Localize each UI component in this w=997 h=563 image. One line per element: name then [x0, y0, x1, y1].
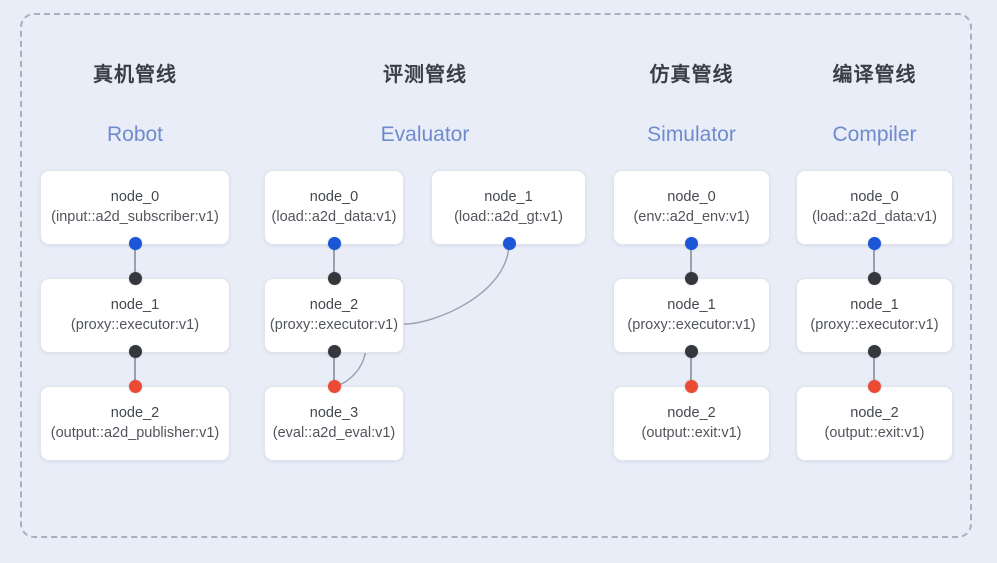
pipeline-node-card[interactable]: node_2(output::exit:v1) [796, 386, 953, 461]
node-signature-label: (output::exit:v1) [641, 425, 742, 441]
pipeline-node-card[interactable]: node_1(proxy::executor:v1) [796, 278, 953, 353]
node-signature-label: (proxy::executor:v1) [627, 317, 756, 333]
pipeline-edge [403, 242, 510, 325]
node-id-label: node_1 [850, 297, 899, 313]
node-id-label: node_2 [309, 297, 359, 313]
node-signature-label: (load::a2d_data:v1) [271, 209, 397, 225]
node-signature-label: (proxy::executor:v1) [810, 317, 939, 333]
node-port-mid-icon[interactable] [867, 271, 881, 285]
pipeline-node-card[interactable]: node_0(env::a2d_env:v1) [613, 170, 770, 245]
pipeline-node-card[interactable]: node_1(load::a2d_gt:v1) [431, 170, 586, 245]
node-port-sink-icon[interactable] [867, 379, 881, 393]
column-title-zh-robot: 真机管线 [93, 64, 177, 86]
pipeline-node-card[interactable]: node_1(proxy::executor:v1) [613, 278, 770, 353]
node-signature-label: (load::a2d_data:v1) [812, 209, 937, 225]
pipeline-node-card[interactable]: node_3(eval::a2d_eval:v1) [264, 386, 404, 461]
node-signature-label: (output::exit:v1) [824, 425, 925, 441]
node-port-source-icon[interactable] [327, 236, 341, 250]
node-port-sink-icon[interactable] [684, 379, 698, 393]
pipeline-node-card[interactable]: node_0(load::a2d_data:v1) [264, 170, 404, 245]
node-id-label: node_0 [309, 189, 359, 205]
node-signature-label: (env::a2d_env:v1) [633, 209, 750, 225]
node-port-source-icon[interactable] [502, 236, 516, 250]
node-id-label: node_0 [667, 189, 716, 205]
node-port-mid-icon[interactable] [128, 271, 142, 285]
node-port-source-icon[interactable] [867, 236, 881, 250]
node-id-label: node_0 [110, 189, 160, 205]
node-id-label: node_1 [484, 189, 533, 205]
node-port-mid-icon[interactable] [867, 344, 881, 358]
node-port-source-icon[interactable] [684, 236, 698, 250]
node-port-mid-icon[interactable] [327, 271, 341, 285]
column-title-zh-evaluator: 评测管线 [383, 64, 467, 86]
column-title-zh-compiler: 编译管线 [832, 64, 917, 86]
node-signature-label: (proxy::executor:v1) [269, 317, 399, 333]
node-port-mid-icon[interactable] [128, 344, 142, 358]
node-id-label: node_3 [309, 405, 359, 421]
node-port-mid-icon[interactable] [327, 344, 341, 358]
pipeline-node-card[interactable]: node_1(proxy::executor:v1) [40, 278, 230, 353]
node-signature-label: (eval::a2d_eval:v1) [272, 425, 396, 441]
column-subtitle-en-evaluator: Evaluator [380, 123, 470, 146]
column-subtitle-en-compiler: Compiler [832, 123, 917, 146]
node-id-label: node_2 [667, 405, 716, 421]
node-signature-label: (load::a2d_gt:v1) [454, 209, 563, 225]
node-id-label: node_0 [850, 189, 899, 205]
column-subtitle-en-simulator: Simulator [647, 123, 736, 146]
pipeline-node-card[interactable]: node_0(input::a2d_subscriber:v1) [40, 170, 230, 245]
node-port-sink-icon[interactable] [327, 379, 341, 393]
pipeline-node-card[interactable]: node_0(load::a2d_data:v1) [796, 170, 953, 245]
node-port-source-icon[interactable] [128, 236, 142, 250]
node-signature-label: (output::a2d_publisher:v1) [50, 425, 220, 441]
node-id-label: node_2 [850, 405, 899, 421]
pipeline-node-card[interactable]: node_2(proxy::executor:v1) [264, 278, 404, 353]
node-id-label: node_1 [667, 297, 716, 313]
node-signature-label: (proxy::executor:v1) [70, 317, 200, 333]
column-subtitle-en-robot: Robot [106, 123, 164, 146]
node-signature-label: (input::a2d_subscriber:v1) [51, 209, 219, 225]
column-title-zh-simulator: 仿真管线 [649, 64, 734, 86]
node-id-label: node_2 [110, 405, 160, 421]
node-port-mid-icon[interactable] [684, 271, 698, 285]
pipeline-node-card[interactable]: node_2(output::a2d_publisher:v1) [40, 386, 230, 461]
pipeline-node-card[interactable]: node_2(output::exit:v1) [613, 386, 770, 461]
node-port-mid-icon[interactable] [684, 344, 698, 358]
node-port-sink-icon[interactable] [128, 379, 142, 393]
node-id-label: node_1 [110, 297, 160, 313]
